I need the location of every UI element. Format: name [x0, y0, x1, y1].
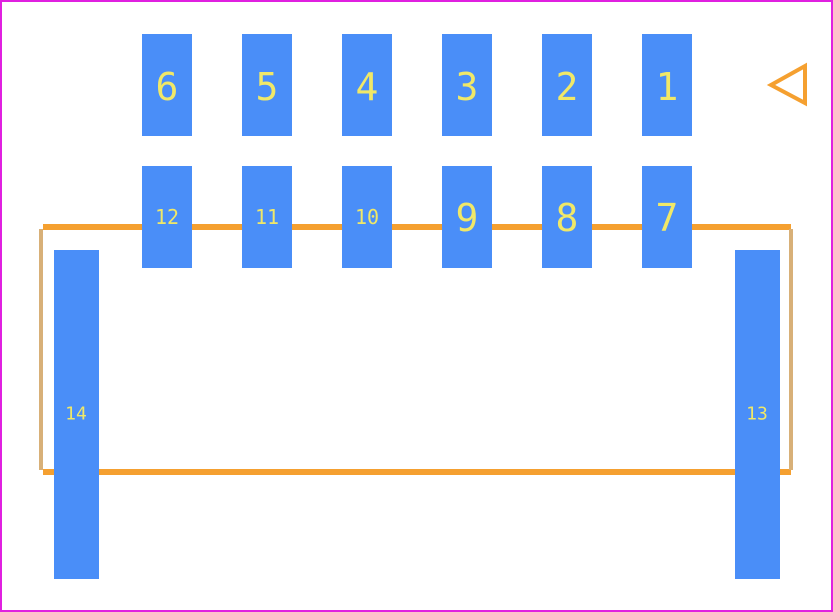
pad-12[interactable]: [142, 166, 192, 268]
pad-1[interactable]: [642, 34, 692, 136]
pad-label: 7: [656, 196, 679, 240]
pad-13[interactable]: [735, 250, 780, 579]
pad-11[interactable]: [242, 166, 292, 268]
pad-labels: 6 5 4 3 2 1 12 11 10 9 8 7 14 13: [65, 65, 768, 425]
pad-label: 10: [355, 205, 379, 229]
pad-4[interactable]: [342, 34, 392, 136]
pad-10[interactable]: [342, 166, 392, 268]
pad-label: 1: [656, 65, 679, 109]
pad-9[interactable]: [442, 166, 492, 268]
pad-label: 4: [356, 65, 379, 109]
pad-7[interactable]: [642, 166, 692, 268]
pad-8[interactable]: [542, 166, 592, 268]
pad-label: 14: [65, 404, 87, 425]
pad-label: 8: [556, 196, 579, 240]
pad-14[interactable]: [54, 250, 99, 579]
pad-3[interactable]: [442, 34, 492, 136]
pad-label: 6: [156, 65, 179, 109]
pad-label: 3: [456, 65, 479, 109]
triangle-left-icon: [766, 62, 807, 107]
pad-6[interactable]: [142, 34, 192, 136]
pad-2[interactable]: [542, 34, 592, 136]
pad-label: 9: [456, 196, 479, 240]
pad-label: 11: [255, 205, 279, 229]
pad-label: 12: [155, 205, 179, 229]
pad-label: 2: [556, 65, 579, 109]
pad-5[interactable]: [242, 34, 292, 136]
pad-label: 5: [256, 65, 279, 109]
pad-label: 13: [746, 404, 768, 425]
pad-group: [54, 34, 780, 579]
